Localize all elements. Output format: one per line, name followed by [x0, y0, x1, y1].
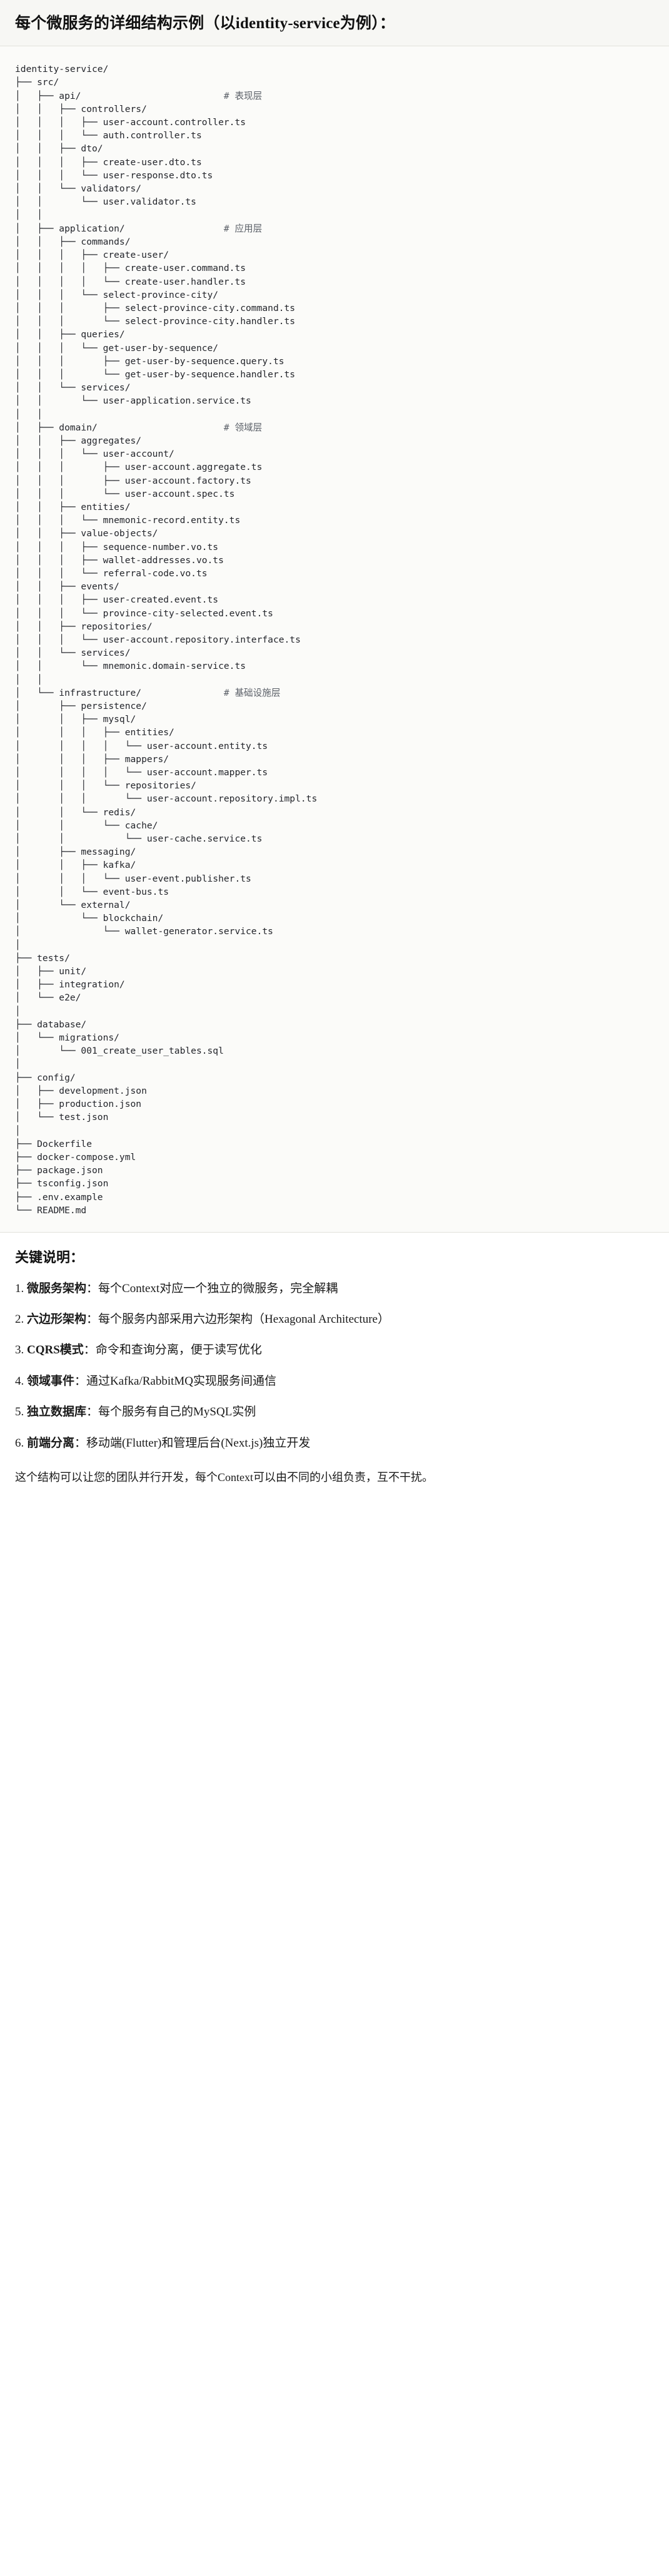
key-note-separator: ： [74, 1374, 87, 1388]
directory-tree-band: identity-service/ ├── src/ │ ├── api/ # … [0, 46, 669, 1233]
key-note-body: 移动端(Flutter)和管理后台(Next.js)独立开发 [86, 1436, 311, 1450]
key-note-number: 3. [15, 1343, 27, 1357]
key-note-body: 通过Kafka/RabbitMQ实现服务间通信 [86, 1374, 277, 1388]
key-note-number: 1. [15, 1281, 27, 1295]
key-note-number: 2. [15, 1312, 27, 1326]
key-note-term: 领域事件 [27, 1374, 75, 1388]
key-notes-title: 关键说明： [15, 1249, 84, 1265]
key-note-body: 每个服务内部采用六边形架构（Hexagonal Architecture） [98, 1312, 390, 1326]
closing-paragraph: 这个结构可以让您的团队并行开发，每个Context可以由不同的小组负责，互不干扰… [15, 1471, 433, 1484]
tree-layer-comment: # 基础设施层 [223, 687, 281, 698]
key-note-separator: ： [83, 1343, 96, 1357]
tree-layer-comment: # 表现层 [223, 90, 263, 101]
key-note-term: 微服务架构 [27, 1281, 87, 1295]
tree-layer-comment: # 应用层 [223, 223, 263, 234]
key-note-separator: ： [86, 1281, 99, 1295]
key-note-item: 5. 独立数据库：每个服务有自己的MySQL实例 [15, 1403, 654, 1421]
key-note-term: CQRS模式 [27, 1343, 84, 1357]
key-note-body: 每个服务有自己的MySQL实例 [98, 1405, 256, 1419]
page-title: 每个微服务的详细结构示例（以identity-service为例）： [15, 15, 396, 32]
key-note-item: 1. 微服务架构：每个Context对应一个独立的微服务，完全解耦 [15, 1280, 654, 1298]
key-note-term: 前端分离 [27, 1436, 75, 1450]
key-note-separator: ： [86, 1312, 99, 1326]
key-note-number: 6. [15, 1436, 27, 1450]
key-note-body: 命令和查询分离，便于读写优化 [95, 1343, 262, 1357]
key-note-number: 4. [15, 1374, 27, 1388]
tree-layer-comment: # 领域层 [223, 422, 263, 433]
key-note-item: 6. 前端分离：移动端(Flutter)和管理后台(Next.js)独立开发 [15, 1434, 654, 1452]
key-note-item: 4. 领域事件：通过Kafka/RabbitMQ实现服务间通信 [15, 1372, 654, 1390]
key-note-item: 3. CQRS模式：命令和查询分离，便于读写优化 [15, 1341, 654, 1359]
key-note-term: 六边形架构 [27, 1312, 87, 1326]
key-note-number: 5. [15, 1405, 27, 1419]
key-note-term: 独立数据库 [27, 1405, 87, 1419]
directory-tree: identity-service/ ├── src/ │ ├── api/ # … [15, 64, 318, 1216]
key-note-separator: ： [86, 1405, 99, 1419]
key-note-body: 每个Context对应一个独立的微服务，完全解耦 [98, 1281, 338, 1295]
document-page: 每个微服务的详细结构示例（以identity-service为例）： ident… [0, 0, 669, 1503]
header-band: 每个微服务的详细结构示例（以identity-service为例）： [0, 0, 669, 47]
key-note-separator: ： [74, 1436, 87, 1450]
key-note-item: 2. 六边形架构：每个服务内部采用六边形架构（Hexagonal Archite… [15, 1310, 654, 1328]
